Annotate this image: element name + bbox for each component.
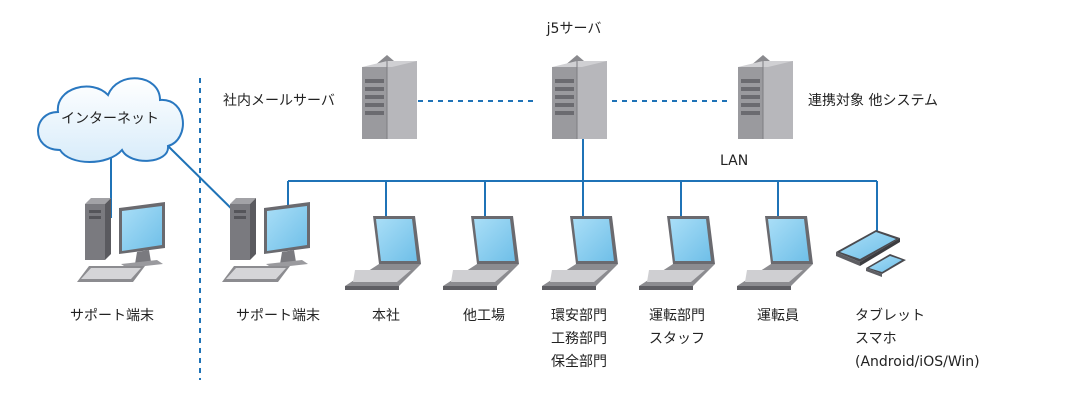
client-label-other-factory: 他工場	[463, 308, 505, 324]
client-label-operators: 運転員	[757, 308, 799, 324]
client-label-line: 工務部門	[551, 331, 607, 347]
client-label-mobile: タブレット スマホ (Android/iOS/Win)	[855, 305, 980, 374]
client-label-line: 環安部門	[551, 308, 607, 324]
client-label-honsha: 本社	[372, 308, 400, 324]
tablet-phone-icon	[836, 230, 906, 277]
support-desktop-icon	[222, 198, 310, 282]
lan-label: LAN	[720, 153, 749, 169]
client-label-line: 保全部門	[551, 354, 607, 370]
j5-server-label: j5サーバ	[546, 21, 602, 37]
client-label-line: 運転部門	[649, 308, 705, 324]
mail-server-icon	[361, 54, 418, 140]
internet-label: インターネット	[61, 111, 159, 127]
laptop-icon-safety	[542, 216, 618, 290]
client-label-safety: 環安部門 工務部門 保全部門	[551, 305, 607, 374]
mail-server-label: 社内メールサーバ	[223, 93, 335, 109]
j5-server-icon	[551, 54, 608, 140]
client-label-line: スマホ	[855, 331, 897, 347]
laptop-icon-operators	[737, 216, 813, 290]
client-label-line: スタッフ	[649, 331, 705, 347]
external-support-label: サポート端末	[70, 308, 154, 324]
client-label-line: (Android/iOS/Win)	[855, 354, 980, 370]
laptop-icon-other-factory	[443, 216, 519, 290]
client-label-line: タブレット	[855, 308, 925, 324]
laptop-icon-operations	[639, 216, 715, 290]
other-system-server-icon	[737, 54, 794, 140]
client-label-support: サポート端末	[236, 308, 320, 324]
laptop-icon-honsha	[345, 216, 421, 290]
client-label-operations: 運転部門 スタッフ	[649, 305, 705, 351]
cloud-icon	[37, 77, 184, 163]
external-support-desktop-icon	[77, 198, 165, 282]
other-system-label: 連携対象 他システム	[808, 93, 939, 109]
